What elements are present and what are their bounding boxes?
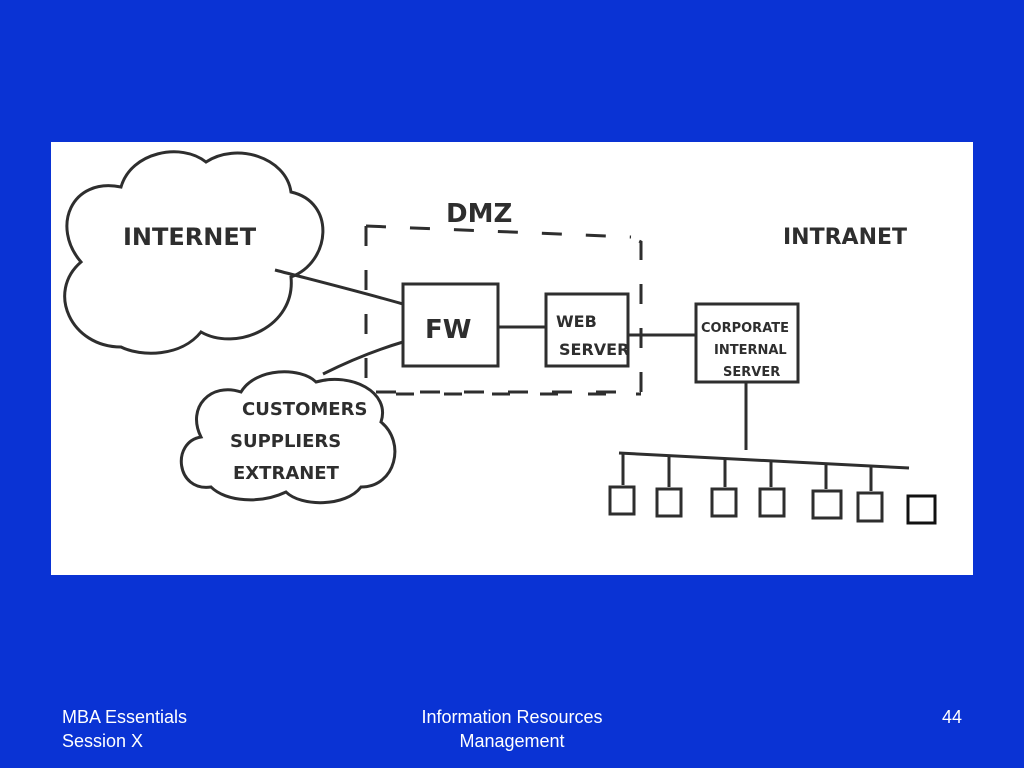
intranet-label: INTRANET	[783, 225, 907, 250]
dmz-label: DMZ	[446, 199, 512, 229]
workstation-2	[655, 487, 683, 518]
workstation-7	[906, 494, 937, 525]
extranet-label-line2: SUPPLIERS	[230, 431, 341, 452]
workstation-1	[608, 485, 636, 516]
internet-cloud	[63, 150, 325, 355]
network-diagram: INTERNET CUSTOMERS SUPPLIERS EXTRANET DM…	[51, 142, 973, 575]
web-server-label-line1: WEB	[556, 312, 597, 331]
corporate-server-label-line3: SERVER	[723, 365, 780, 380]
extranet-to-firewall-line	[322, 340, 404, 376]
footer-topic: Information Resources Management	[362, 705, 662, 753]
footer-topic-line1: Information Resources	[421, 707, 603, 727]
workstation-4	[758, 487, 786, 518]
web-server-box	[544, 292, 630, 368]
workstations	[608, 453, 937, 525]
footer-course-title: MBA Essentials	[62, 707, 188, 727]
dmz-boundary	[364, 224, 643, 394]
web-server-label-line2: SERVER	[559, 340, 629, 359]
internet-label: INTERNET	[123, 223, 257, 251]
corporate-server-label-line1: CORPORATE	[701, 321, 789, 336]
workstation-3	[710, 487, 738, 518]
workstation-5	[811, 489, 843, 520]
footer-session: Session X	[62, 731, 144, 751]
footer-course: MBA Essentials Session X	[62, 705, 187, 753]
workstation-6	[856, 491, 884, 523]
firewall-box	[401, 282, 500, 368]
network-diagram-drawing: INTERNET CUSTOMERS SUPPLIERS EXTRANET DM…	[63, 150, 937, 525]
corporate-server-label-line2: INTERNAL	[714, 343, 787, 358]
extranet-cloud	[179, 370, 397, 505]
firewall-label: FW	[425, 315, 471, 345]
extranet-label-line3: EXTRANET	[233, 463, 340, 484]
internet-to-firewall-line	[274, 268, 404, 306]
page-number: 44	[941, 707, 962, 727]
lan-bus	[618, 451, 910, 470]
extranet-label-line1: CUSTOMERS	[242, 399, 367, 420]
footer-topic-line2: Management	[459, 731, 565, 751]
